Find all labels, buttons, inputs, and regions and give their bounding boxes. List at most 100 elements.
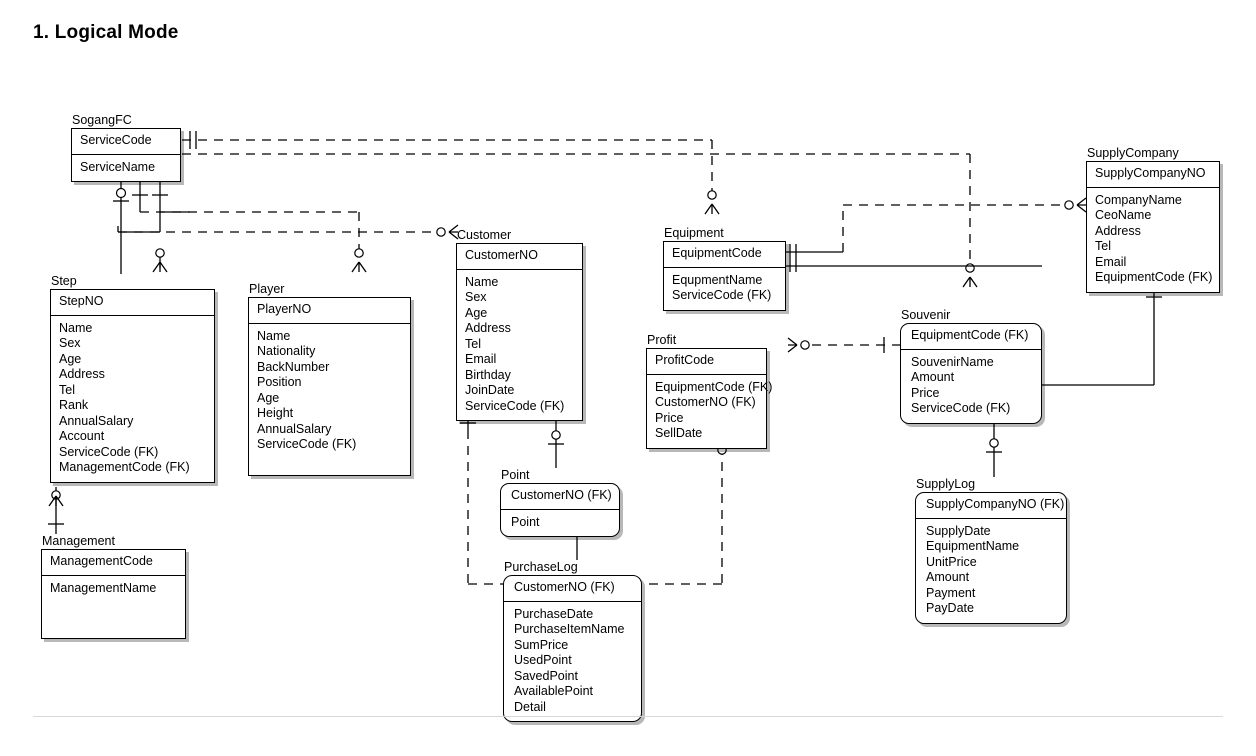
attribute-field: Amount: [911, 370, 955, 384]
attribute-field: Sex: [465, 290, 487, 304]
attribute-field: Address: [1095, 223, 1141, 238]
attribute-field: Position: [257, 375, 302, 389]
entity-purchaselog[interactable]: PurchaseLog CustomerNO (FK) PurchaseDate…: [503, 560, 642, 722]
attribute-field: PurchaseDate: [514, 606, 594, 621]
attribute-field: EquipmentCode (FK): [1095, 270, 1213, 284]
attribute-field: Email: [465, 352, 497, 366]
pk-field: CustomerNO: [465, 248, 538, 262]
entity-box[interactable]: ManagementCode ManagementName: [41, 549, 186, 639]
entity-title: Step: [51, 274, 77, 288]
attribute-field: CeoName: [1095, 208, 1152, 222]
pk-field: PlayerNO: [257, 302, 312, 316]
attribute-field: Birthday: [465, 367, 511, 382]
attribute-field: Sex: [59, 336, 81, 350]
attribute-field: EqupmentName: [672, 272, 763, 287]
entity-box[interactable]: ProfitCode EquipmentCode (FK) CustomerNO…: [646, 348, 773, 449]
pk-field: ManagementCode: [50, 554, 153, 568]
entity-box[interactable]: ServiceCode ServiceName: [71, 128, 181, 182]
entity-sogangfc[interactable]: SogangFC ServiceCode ServiceName: [71, 113, 181, 182]
entity-title: Customer: [457, 228, 512, 242]
attribute-field: PayDate: [926, 601, 974, 615]
primary-key-section: CustomerNO (FK): [504, 576, 641, 602]
primary-key-section: CustomerNO: [457, 244, 582, 270]
entity-title: Management: [42, 534, 115, 548]
attribute-field: SavedPoint: [514, 668, 578, 683]
attribute-field: AnnualSalary: [257, 421, 332, 436]
attribute-section: Name Sex Age Address Tel Rank AnnualSala…: [51, 316, 214, 482]
attribute-field: PurchaseItemName: [514, 622, 625, 636]
entity-title: PurchaseLog: [504, 560, 578, 574]
primary-key-section: CustomerNO (FK): [501, 484, 619, 510]
entity-title: Equipment: [664, 226, 724, 240]
primary-key-section: EquipmentCode (FK): [901, 324, 1041, 350]
entity-box[interactable]: EquipmentCode EqupmentName ServiceCode (…: [663, 241, 786, 311]
primary-key-section: SupplyCompanyNO: [1087, 162, 1219, 188]
entity-supplycompany[interactable]: SupplyCompany SupplyCompanyNO CompanyNam…: [1086, 146, 1220, 293]
attribute-field: Tel: [59, 382, 75, 397]
entity-box[interactable]: CustomerNO (FK) PurchaseDate PurchaseIte…: [503, 575, 642, 722]
entity-title: Player: [249, 282, 285, 296]
primary-key-section: PlayerNO: [249, 298, 410, 324]
attribute-field: Rank: [59, 398, 89, 412]
attribute-field: Name: [59, 320, 93, 335]
entity-title: Profit: [647, 333, 677, 347]
entity-souvenir[interactable]: Souvenir EquipmentCode (FK) SouvenirName…: [900, 308, 1042, 424]
entity-step[interactable]: Step StepNO Name Sex Age Address Tel Ran…: [50, 274, 215, 483]
attribute-field: ServiceCode (FK): [257, 437, 357, 451]
primary-key-section: ServiceCode: [72, 129, 180, 155]
pk-field: ProfitCode: [655, 353, 715, 367]
primary-key-section: ProfitCode: [647, 349, 766, 375]
pk-field: StepNO: [59, 294, 104, 308]
pk-field: CustomerNO (FK): [511, 488, 612, 502]
attribute-field: Address: [465, 321, 511, 335]
attribute-field: SupplyDate: [926, 523, 991, 538]
attribute-section: Name Sex Age Address Tel Email Birthday …: [457, 270, 582, 421]
primary-key-section: StepNO: [51, 290, 214, 316]
entity-supplylog[interactable]: SupplyLog SupplyCompanyNO (FK) SupplyDat…: [915, 477, 1067, 624]
attribute-field: EquipmentName: [926, 539, 1020, 553]
attribute-field: ServiceCode (FK): [672, 288, 772, 302]
attribute-field: UsedPoint: [514, 653, 572, 667]
attribute-field: Payment: [926, 585, 976, 600]
entity-player[interactable]: Player PlayerNO Name Nationality BackNum…: [248, 282, 411, 476]
entity-box[interactable]: PlayerNO Name Nationality BackNumber Pos…: [248, 297, 411, 476]
entity-management[interactable]: Management ManagementCode ManagementName: [41, 534, 186, 639]
attribute-section: EquipmentCode (FK) CustomerNO (FK) Price…: [647, 375, 773, 448]
page-divider: [33, 716, 1223, 717]
entity-box[interactable]: CustomerNO Name Sex Age Address Tel Emai…: [456, 243, 583, 421]
pk-field: SupplyCompanyNO: [1095, 166, 1206, 180]
attribute-field: Name: [465, 274, 499, 289]
attribute-field: EquipmentCode (FK): [655, 379, 773, 394]
attribute-section: Name Nationality BackNumber Position Age…: [249, 324, 410, 475]
attribute-field: Amount: [926, 570, 970, 584]
attribute-field: Age: [465, 305, 488, 320]
attribute-field: Account: [59, 429, 105, 443]
attribute-field: ServiceName: [80, 159, 156, 174]
attribute-field: CustomerNO (FK): [655, 395, 756, 409]
attribute-field: Height: [257, 406, 294, 420]
attribute-field: ManagementCode (FK): [59, 460, 190, 474]
attribute-field: Name: [257, 328, 291, 343]
entity-box[interactable]: SupplyCompanyNO CompanyName CeoName Addr…: [1086, 161, 1220, 293]
entity-profit[interactable]: Profit ProfitCode EquipmentCode (FK) Cus…: [646, 333, 773, 449]
attribute-field: ServiceCode (FK): [59, 444, 159, 459]
attribute-field: ServiceCode (FK): [911, 401, 1011, 415]
entity-title: Point: [501, 468, 530, 482]
attribute-field: SouvenirName: [911, 354, 994, 369]
attribute-section: SupplyDate EquipmentName UnitPrice Amoun…: [916, 519, 1066, 623]
pk-field: EquipmentCode: [672, 246, 762, 260]
attribute-section: EqupmentName ServiceCode (FK): [664, 268, 785, 310]
attribute-field: Point: [511, 514, 540, 529]
entity-box[interactable]: EquipmentCode (FK) SouvenirName Amount P…: [900, 323, 1042, 424]
primary-key-section: ManagementCode: [42, 550, 185, 576]
pk-field: EquipmentCode (FK): [911, 328, 1029, 342]
entity-equipment[interactable]: Equipment EquipmentCode EqupmentName Ser…: [663, 226, 786, 311]
entity-box[interactable]: CustomerNO (FK) Point: [500, 483, 620, 537]
entity-title: SogangFC: [72, 113, 132, 127]
attribute-field: Price: [655, 410, 684, 425]
entity-box[interactable]: StepNO Name Sex Age Address Tel Rank Ann…: [50, 289, 215, 483]
attribute-field: Tel: [465, 336, 481, 351]
entity-point[interactable]: Point CustomerNO (FK) Point: [500, 468, 620, 537]
entity-box[interactable]: SupplyCompanyNO (FK) SupplyDate Equipmen…: [915, 492, 1067, 624]
entity-customer[interactable]: Customer CustomerNO Name Sex Age Address…: [456, 228, 583, 421]
